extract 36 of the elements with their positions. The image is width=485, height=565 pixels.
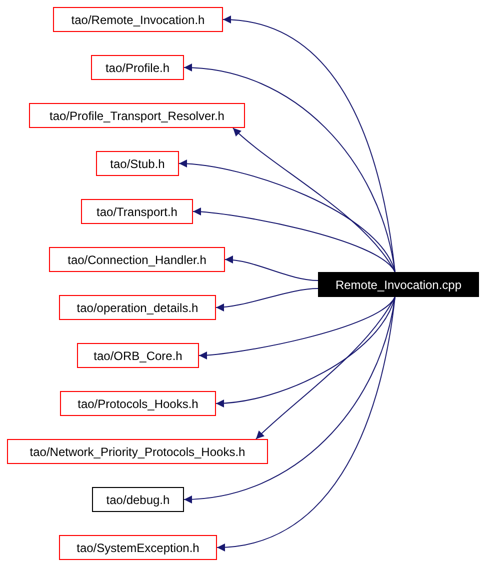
file-name: Remote_Invocation.cpp	[335, 278, 462, 292]
file-box	[81, 199, 193, 224]
file-box	[53, 7, 223, 32]
file-name: tao/Transport.h	[96, 204, 178, 218]
file-box	[96, 151, 179, 176]
file-name: tao/Profile.h	[105, 60, 170, 74]
file-box	[59, 295, 216, 320]
arrow	[216, 296, 396, 551]
arrow	[216, 288, 318, 312]
file-name: tao/debug.h	[106, 492, 170, 506]
file-name: tao/SystemException.h	[76, 540, 200, 554]
file-box	[49, 247, 225, 272]
file-box	[91, 55, 184, 80]
file-name: tao/Remote_Invocation.h	[71, 12, 205, 26]
arrow	[184, 64, 396, 272]
arrow	[222, 16, 396, 272]
file-box	[60, 391, 216, 416]
arrow	[198, 296, 396, 360]
file-box	[92, 487, 184, 512]
file-name: tao/Stub.h	[110, 156, 165, 170]
file-name: tao/Profile_Transport_Resolver.h	[50, 108, 224, 122]
file-name: tao/Connection_Handler.h	[68, 252, 206, 266]
arrow	[184, 296, 396, 503]
arrow	[256, 296, 396, 440]
arrow	[178, 160, 396, 272]
file-name: tao/Network_Priority_Protocols_Hooks.h	[30, 444, 246, 458]
arrow	[224, 256, 318, 281]
file-box	[318, 272, 479, 297]
file-name: tao/Protocols_Hooks.h	[78, 396, 198, 410]
file-box	[29, 103, 245, 128]
file-name: tao/ORB_Core.h	[94, 348, 182, 362]
file-name: tao/operation_details.h	[76, 300, 198, 314]
file-box	[59, 535, 217, 560]
file-box	[7, 439, 268, 464]
file-box	[77, 343, 199, 368]
arrow	[192, 208, 396, 272]
